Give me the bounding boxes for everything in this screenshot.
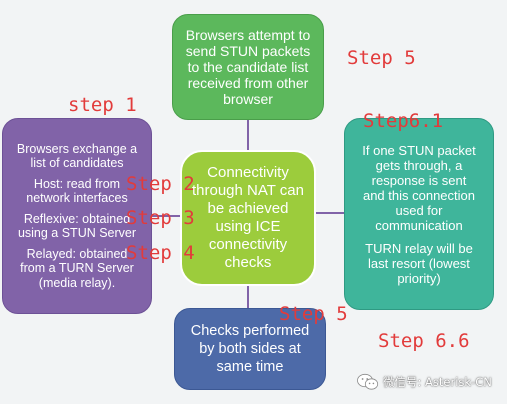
box-text-line: received from other [187,75,309,91]
box-text-line: by both sides at [199,341,301,357]
box-text-line: same time [216,359,284,375]
box-text-line: used for [395,202,443,218]
box-text-line: list of candidates [30,156,124,171]
box-text-line: Checks performed [190,323,310,339]
box-text-line: Relayed: obtained [26,246,128,261]
box-text-line: Browsers attempt to [185,27,311,43]
box-text-line: and this connection [362,187,475,203]
step-annotation-step1: step 1 [68,94,137,116]
box-text-line: (media relay). [38,275,116,290]
central-concept-box: Connectivity through NAT can be achieved… [180,150,316,286]
box-text-line: last resort (lowest [368,255,470,271]
box-text-line: response is sent [371,172,467,188]
box-text-line: priority) [397,270,441,286]
candidate-reflexive: Reflexive: obtained using a STUN Server [18,212,136,241]
box-text-line: Connectivity [207,164,289,181]
step-annotation-step5-top: Step 5 [347,47,416,69]
box-text-line: from a TURN Server [20,261,134,276]
box-text-line: through NAT can [191,182,304,199]
candidate-relayed: Relayed: obtained from a TURN Server (me… [20,247,134,291]
turn-relay-paragraph: TURN relay will be last resort (lowest p… [365,241,473,286]
wechat-icon [357,373,379,390]
box-text-line: TURN relay will be [365,240,473,256]
box-text-line: checks [224,254,272,271]
step-box-send-stun: Browsers attempt to send STUN packets to… [172,14,324,120]
step-annotation-step3: Step 3 [126,207,195,229]
candidate-host: Host: read from network interfaces [26,177,127,206]
step-box-exchange-candidates: Browsers exchange a list of candidates H… [2,118,152,314]
box-text-line: connectivity [208,236,288,253]
box-text-line: Host: read from [33,176,121,191]
box-text-line: gets through, a [375,157,463,173]
box-text-line: If one STUN packet [362,142,476,158]
wechat-watermark: 微信号: Asterisk-CN [357,372,492,392]
step-annotation-step4: Step 4 [126,242,195,264]
box-text-line: using a STUN Server [17,226,137,241]
step-annotation-step6-1: Step6.1 [363,110,444,132]
step-annotation-step6-6: Step 6.6 [378,330,470,352]
box-text-line: network interfaces [26,191,128,206]
watermark-text: 微信号: Asterisk-CN [383,375,492,389]
candidates-intro: Browsers exchange a list of candidates [17,142,137,171]
box-text-line: Reflexive: obtained [23,211,131,226]
box-text-line: browser [223,91,273,107]
step-annotation-step2: Step 2 [126,173,195,195]
response-paragraph: If one STUN packet gets through, a respo… [362,143,475,233]
step-annotation-step5-mid: Step 5 [279,303,348,325]
step-box-checks: Checks performed by both sides at same t… [174,308,326,390]
box-text-line: Browsers exchange a [16,141,138,156]
box-text-line: to the candidate list [187,59,309,75]
box-text-line: send STUN packets [185,43,311,59]
box-text-line: be achieved [207,200,289,217]
box-text-line: using ICE [215,218,281,235]
box-text-line: communication [375,217,463,233]
step-box-response: If one STUN packet gets through, a respo… [344,118,494,310]
